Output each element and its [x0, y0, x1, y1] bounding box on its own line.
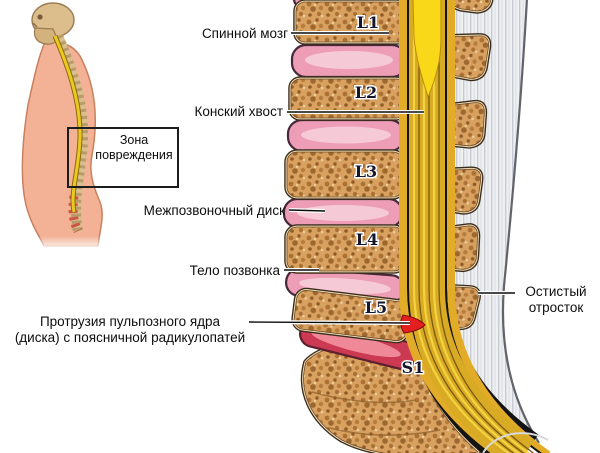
label-protrusion-line2: (диска) с поясничной радикулопатей — [14, 329, 246, 345]
vertebra-label-l2: L2 — [355, 83, 377, 102]
eye-socket — [37, 14, 43, 20]
label-damage-zone: Зона повреждения — [92, 133, 176, 163]
vertebra-label-l3: L3 — [355, 162, 377, 181]
damage-zone-box — [67, 127, 179, 188]
vertebra-labels: L1 L2 L3 L4 L5 S1 — [353, 12, 426, 379]
vertebra-l3 — [287, 152, 403, 197]
label-cauda-equina: Конский хвост — [194, 104, 283, 119]
vertebra-label-l5: L5 — [365, 298, 387, 317]
sacrum — [304, 340, 478, 453]
ligament-edge — [501, 0, 540, 444]
vertebra-l1 — [296, 2, 406, 42]
disc-l3-l4 — [282, 197, 404, 229]
vertebra-label-l4: L4 — [356, 230, 378, 249]
nasal-notch — [32, 22, 38, 28]
vertebra-l4 — [287, 227, 404, 271]
disc-l1-l2 — [290, 43, 408, 79]
vertebra-label-l1: L1 — [357, 13, 379, 32]
label-intervertebral-disc: Межпозвоночный диск — [143, 203, 285, 218]
label-protrusion-line1: Протрузия пульпозного ядра — [39, 314, 221, 329]
spinal-canal — [399, 0, 551, 453]
label-spinal-cord: Спинной мозг — [201, 26, 288, 41]
label-spinous-process-line2: отросток — [528, 299, 584, 315]
label-damage-zone-line1: Зона — [119, 133, 149, 147]
pointer-lines — [248, 31, 515, 325]
body-fade — [12, 236, 112, 250]
skull — [31, 2, 75, 45]
spinal-cord-shape — [412, 0, 442, 99]
label-spinous-process-line1: Остистый — [525, 284, 587, 299]
label-protrusion: Протрузия пульпозного ядра (диска) с поя… — [8, 314, 252, 345]
intervertebral-discs — [282, 0, 408, 304]
pointer-line-disc — [288, 209, 326, 212]
label-spinous-process: Остистый отросток — [517, 284, 595, 315]
body-figure — [12, 2, 179, 250]
body-spine — [52, 34, 89, 234]
cauda-equina-fibers — [412, 0, 535, 453]
pointer-line-protrusion — [248, 321, 411, 324]
label-vertebral-body: Тело позвонка — [189, 263, 280, 278]
label-damage-zone-line2: повреждения — [95, 148, 173, 162]
disc-l2-l3 — [286, 118, 406, 153]
faint-contour — [482, 432, 549, 453]
vertebra-label-s1: S1 — [402, 358, 425, 377]
